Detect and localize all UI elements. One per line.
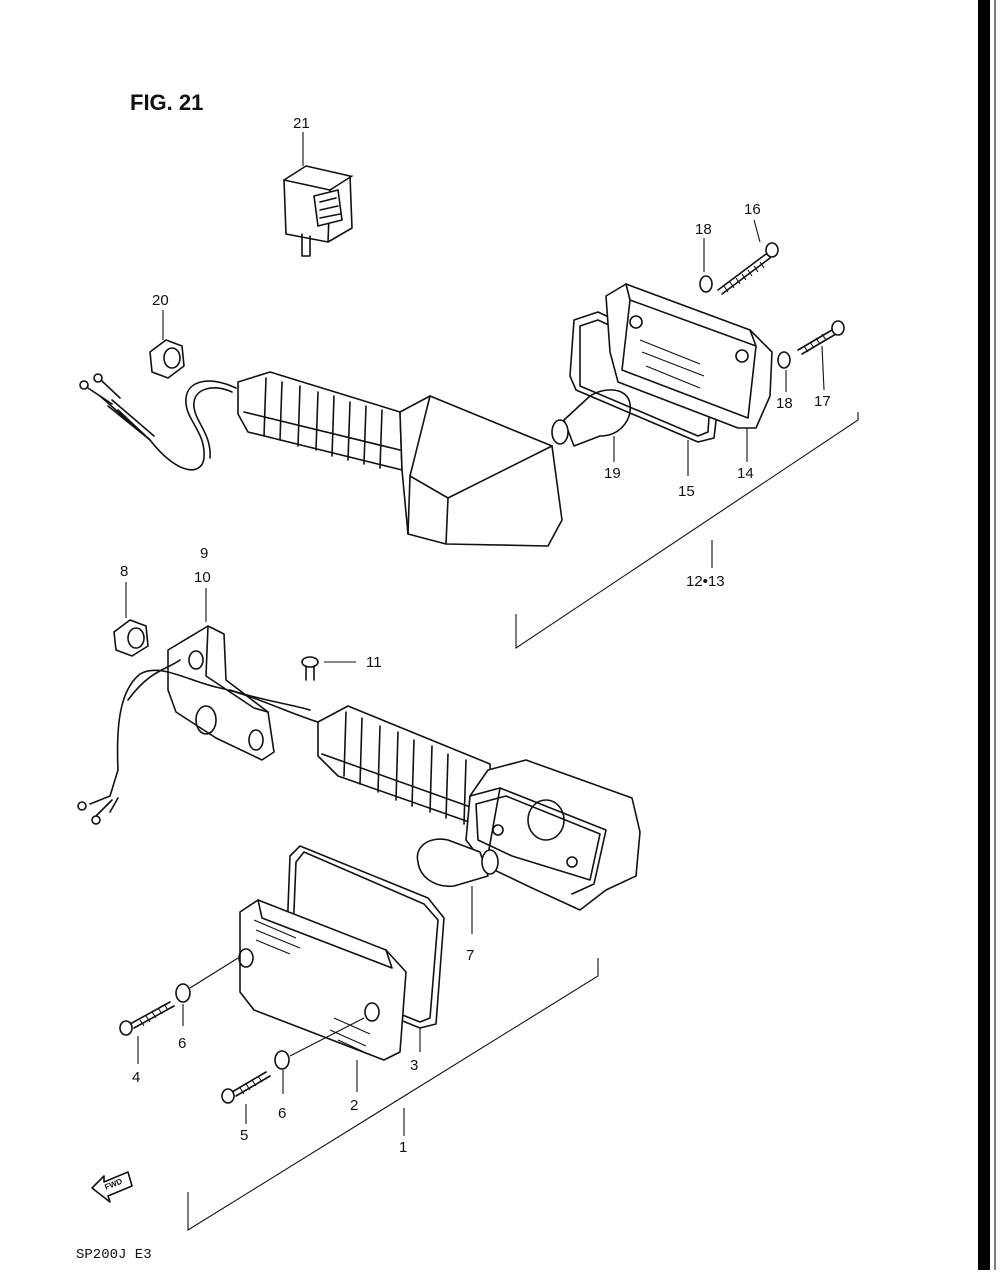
forward-direction-arrow: FWD bbox=[91, 1171, 133, 1203]
footer-model-code: SP200J E3 bbox=[76, 1247, 152, 1263]
callout-6b: 6 bbox=[278, 1105, 286, 1122]
callout-12-13: 12•13 bbox=[686, 573, 725, 590]
callout-14: 14 bbox=[737, 465, 754, 482]
screw-17-part bbox=[797, 320, 845, 355]
rear-turn-signal-assembly bbox=[79, 371, 563, 547]
callout-19: 19 bbox=[604, 465, 621, 482]
washer-6b-part bbox=[274, 1050, 290, 1070]
figure-title: FIG. 21 bbox=[130, 90, 203, 115]
screw-4-part bbox=[119, 1001, 175, 1036]
callout-20: 20 bbox=[152, 292, 169, 309]
mount-bracket-9-10-part bbox=[167, 625, 275, 761]
callout-21: 21 bbox=[293, 115, 310, 132]
screw-11-part bbox=[301, 656, 319, 681]
washer-18a-part bbox=[699, 275, 713, 293]
flasher-relay-part bbox=[283, 165, 353, 257]
front-turn-signal-assembly bbox=[77, 659, 641, 911]
callout-10: 10 bbox=[194, 569, 211, 586]
callout-18a: 18 bbox=[695, 221, 712, 238]
callout-6a: 6 bbox=[178, 1035, 186, 1052]
callout-11: 11 bbox=[366, 654, 382, 671]
lens-14-part bbox=[605, 283, 773, 429]
nut-8-part bbox=[113, 619, 149, 657]
callout-16: 16 bbox=[744, 201, 761, 218]
nut-20-part bbox=[149, 339, 185, 379]
bulb-19-part bbox=[551, 389, 631, 447]
callout-4: 4 bbox=[132, 1069, 140, 1086]
callout-3: 3 bbox=[410, 1057, 418, 1074]
washer-6a-part bbox=[175, 983, 191, 1003]
callout-8: 8 bbox=[120, 563, 128, 580]
callout-7: 7 bbox=[466, 947, 474, 964]
callout-1: 1 bbox=[399, 1139, 407, 1156]
callout-2: 2 bbox=[350, 1097, 358, 1114]
callout-17: 17 bbox=[814, 393, 831, 410]
bracket-1 bbox=[187, 958, 599, 1231]
bulb-7-part bbox=[416, 838, 499, 887]
screw-5-part bbox=[221, 1071, 271, 1104]
screw-16-part bbox=[717, 242, 779, 295]
callout-9: 9 bbox=[200, 545, 208, 562]
fwd-label: FWD bbox=[103, 1177, 123, 1192]
callout-18b: 18 bbox=[776, 395, 793, 412]
callout-5: 5 bbox=[240, 1127, 248, 1144]
bracket-12-13 bbox=[515, 412, 859, 650]
lens-2-part bbox=[238, 899, 407, 1061]
washer-18b-part bbox=[777, 351, 791, 369]
page-border bbox=[978, 0, 990, 1270]
callout-15: 15 bbox=[678, 483, 695, 500]
